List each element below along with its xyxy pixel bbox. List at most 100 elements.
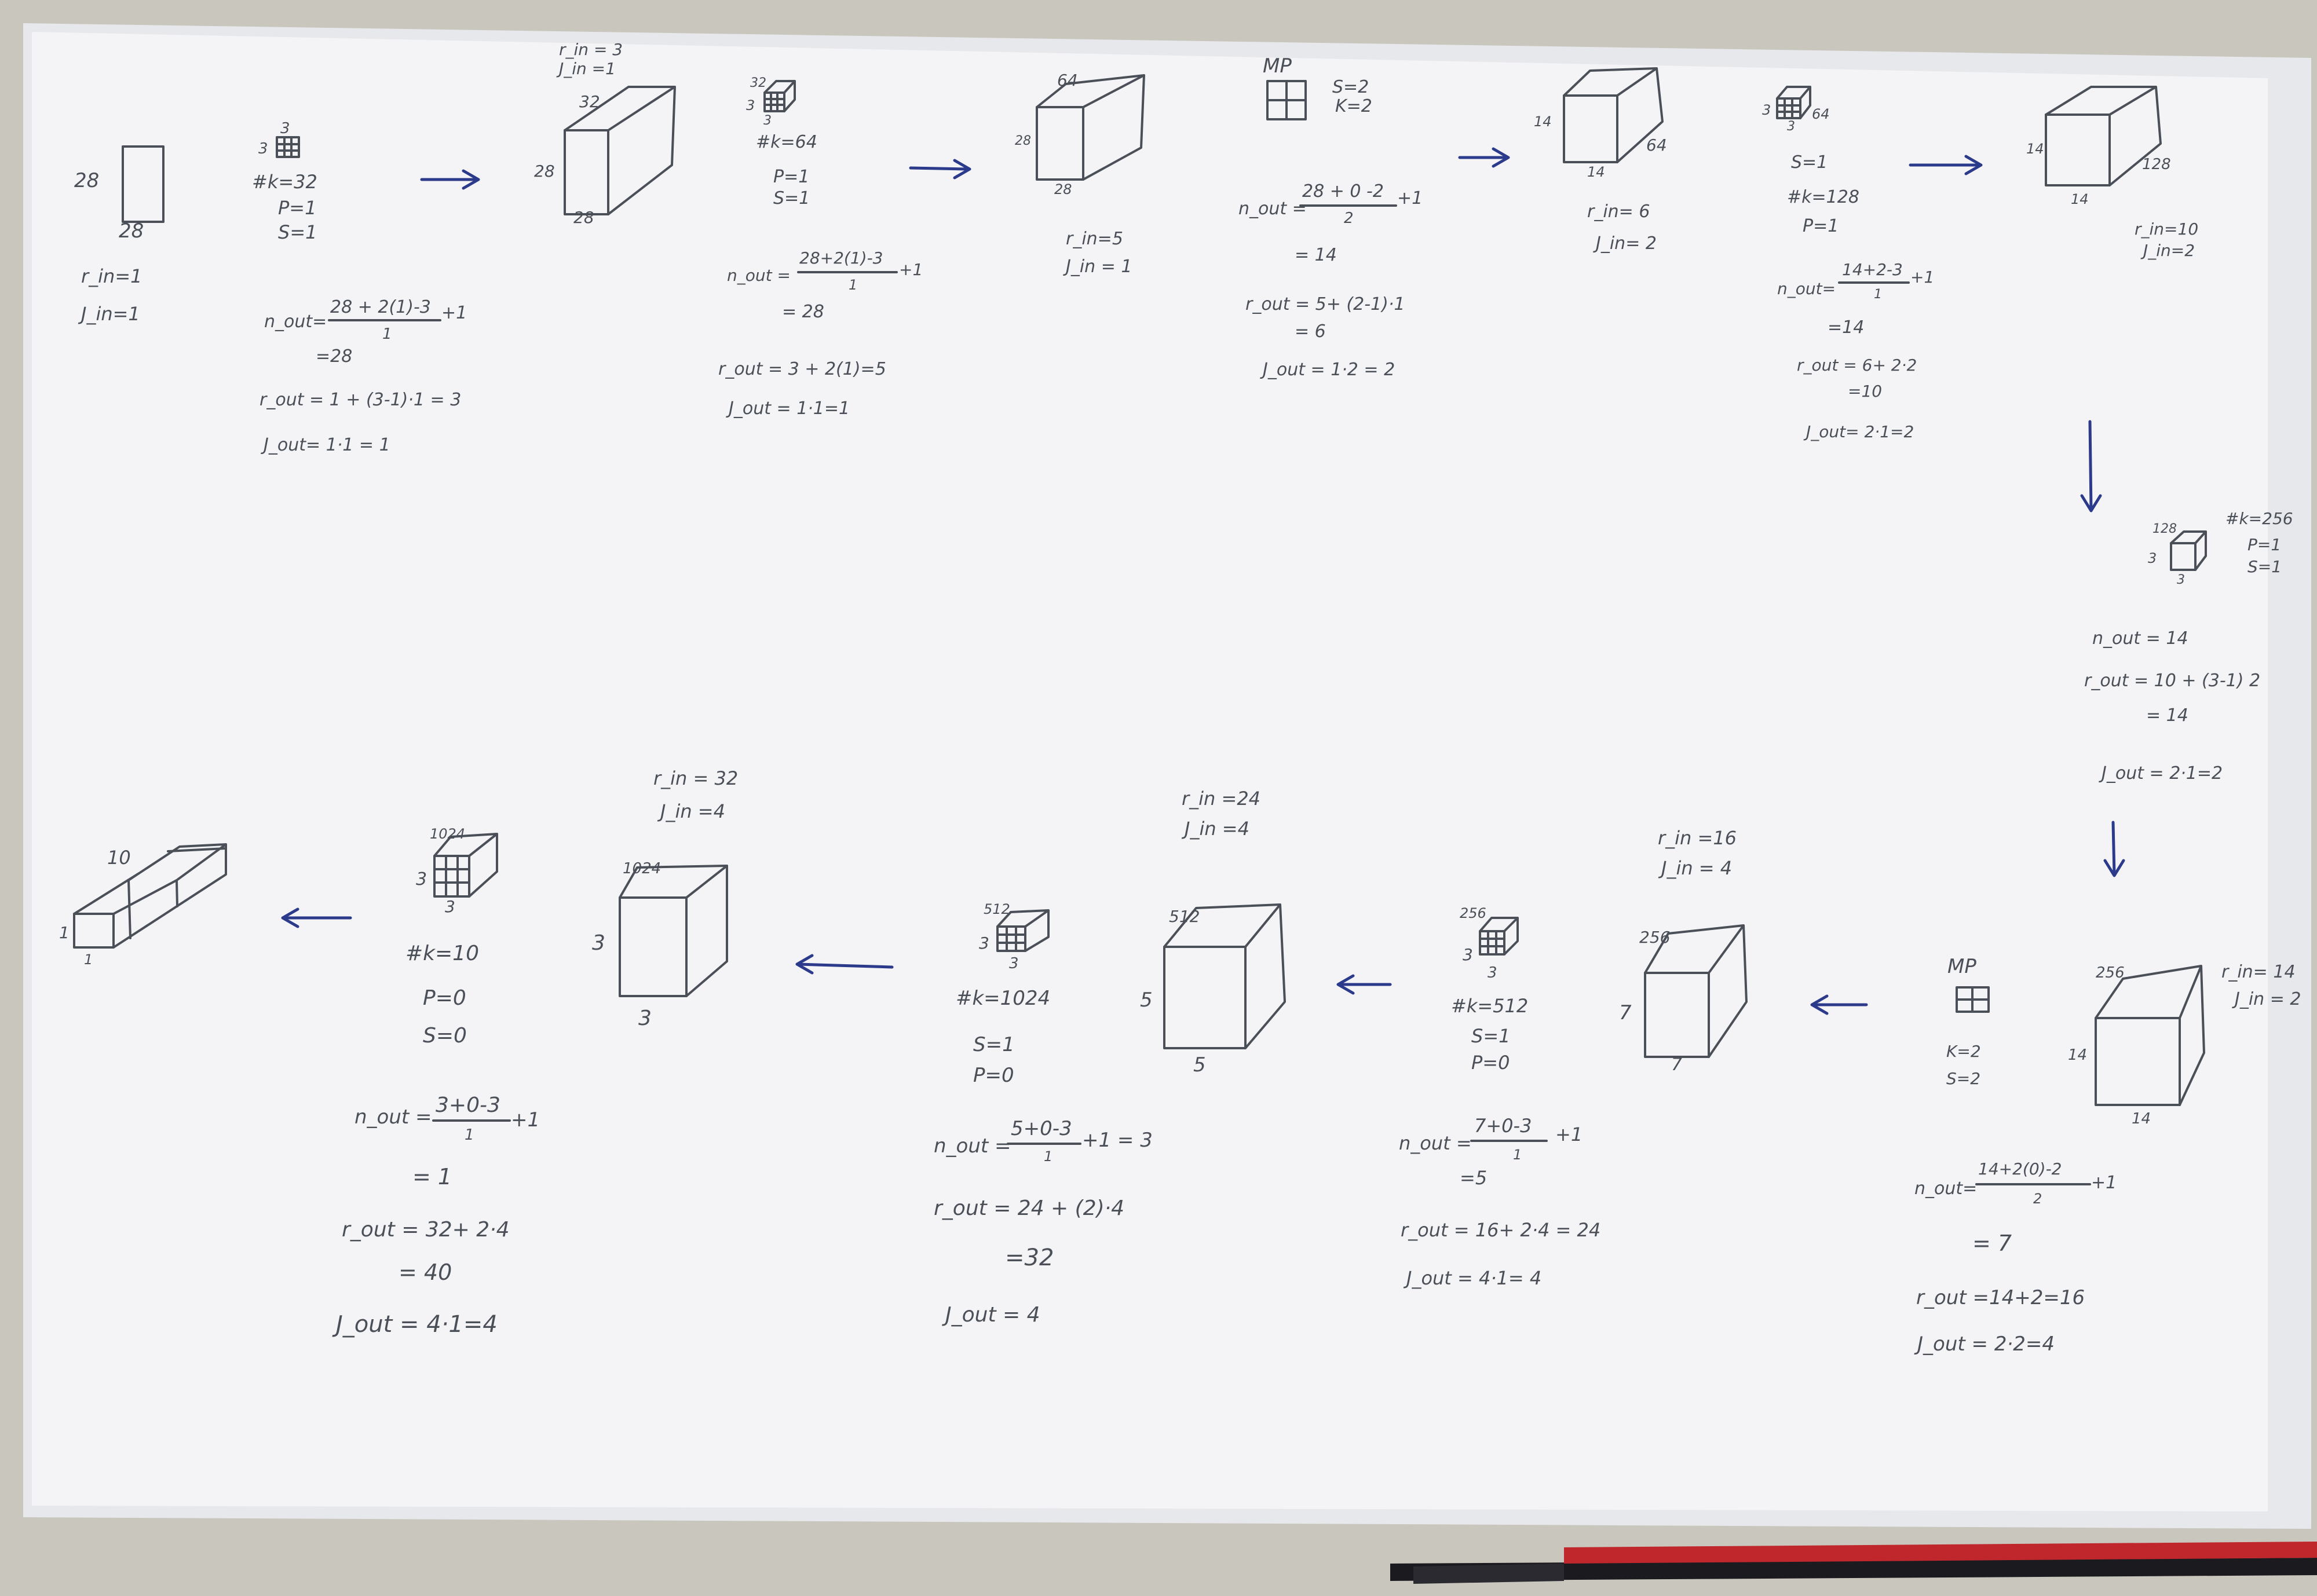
- conv7-stride: S=0: [423, 1024, 467, 1048]
- conv5-n-out-label: n_out =: [1399, 1132, 1472, 1154]
- block6-r-in: r_in =16: [1658, 827, 1737, 849]
- conv4-n-kernels: #k=256: [2225, 509, 2293, 528]
- conv6-r-out-value: =32: [1005, 1244, 1054, 1271]
- block3-height: 14: [1534, 114, 1552, 130]
- conv6-n-out-plus: +1 = 3: [1082, 1129, 1153, 1152]
- block1-j-in: J_in =1: [556, 59, 616, 78]
- block5-j-in: J_in = 2: [2232, 989, 2301, 1009]
- conv4-stride: S=1: [2247, 557, 2282, 576]
- conv5-padding: P=0: [1471, 1052, 1510, 1074]
- arrow-right-icon: [420, 169, 480, 190]
- conv4-r-out-value: = 14: [2146, 705, 2188, 726]
- conv1-kernel-side: 3: [258, 140, 268, 158]
- conv2-r-out: r_out = 3 + 2(1)=5: [718, 359, 886, 379]
- block6-depth: 256: [1639, 928, 1670, 947]
- block2-j-in: J_in = 1: [1063, 257, 1132, 277]
- block1-height: 28: [534, 162, 555, 181]
- arrow-right-icon: [909, 159, 971, 180]
- conv6-kernel-side: 3: [979, 934, 989, 953]
- conv1-padding: P=1: [278, 197, 316, 219]
- conv2-n-out-denominator: 1: [849, 277, 857, 293]
- arrow-left-icon: [281, 907, 352, 928]
- maxpool2-n-out-numerator: 14+2(0)-2: [1978, 1159, 2062, 1178]
- maxpool1-n-out-plus: +1: [1397, 188, 1423, 208]
- maxpool1-label: MP: [1263, 54, 1292, 78]
- conv2-n-out-label: n_out =: [727, 266, 791, 285]
- block5-depth: 256: [2096, 964, 2125, 982]
- conv5-r-out: r_out = 16+ 2·4 = 24: [1401, 1219, 1600, 1241]
- paper-sheet: [32, 32, 2268, 1511]
- block3-r-in: r_in= 6: [1587, 202, 1650, 222]
- conv3-r-out: r_out = 6+ 2·2: [1797, 356, 1917, 375]
- arrow-left-icon: [1336, 974, 1392, 995]
- conv3-stride: S=1: [1791, 152, 1828, 173]
- feature-block-9: 10 1 1: [59, 843, 227, 968]
- block5-height: 14: [2068, 1046, 2087, 1064]
- maxpool1-stride: S=2: [1332, 77, 1369, 97]
- conv5-n-kernels: #k=512: [1451, 995, 1528, 1017]
- conv2-padding: P=1: [773, 167, 809, 187]
- input-plane: 28 28 r_in=1 J_in=1: [74, 145, 165, 325]
- maxpool2-r-out: r_out =14+2=16: [1916, 1286, 2085, 1309]
- conv6-padding: P=0: [973, 1064, 1014, 1087]
- conv4-padding: P=1: [2247, 535, 2281, 554]
- conv5-n-out-numerator: 7+0-3: [1474, 1115, 1532, 1137]
- conv5-n-out-plus: +1: [1555, 1123, 1583, 1145]
- conv7-n-out-numerator: 3+0-3: [436, 1093, 500, 1117]
- conv1-j-out: J_out= 1·1 = 1: [261, 435, 390, 455]
- maxpool1-kernel: K=2: [1335, 96, 1372, 116]
- conv1-n-kernels: #k=32: [252, 171, 317, 193]
- conv1-n-out-plus: +1: [441, 303, 467, 323]
- arrow-right-icon: [1909, 155, 1983, 175]
- feature-block-5: 256 14 14 r_in= 14 J_in = 2: [2068, 962, 2301, 1128]
- block3-width: 14: [1587, 164, 1605, 180]
- feature-block-8: 1024 3 3 r_in = 32 J_in =4: [592, 767, 738, 1030]
- maxpool2-j-out: J_out = 2·2=4: [1914, 1333, 2055, 1356]
- block2-height: 28: [1015, 134, 1031, 148]
- conv3-r-out-value: =10: [1848, 382, 1882, 401]
- arrow-right-icon: [1458, 147, 1510, 168]
- conv6-j-out: J_out = 4: [942, 1303, 1040, 1327]
- conv2-calc: n_out = 28+2(1)-3 1 +1 = 28 r_out = 3 + …: [718, 248, 923, 419]
- pen-icon: [1390, 1542, 2317, 1584]
- arrow-down-icon: [2103, 821, 2125, 877]
- conv3-j-out: J_out= 2·1=2: [1803, 422, 1914, 441]
- conv7-n-out-plus: +1: [511, 1108, 540, 1132]
- maxpool1-r-out: r_out = 5+ (2-1)·1: [1245, 294, 1405, 314]
- maxpool1-n-out-value: = 14: [1295, 245, 1337, 265]
- feature-block-4: 14 128 14 r_in=10 J_in=2: [2026, 86, 2198, 260]
- block5-width: 14: [2132, 1110, 2151, 1128]
- conv7-padding: P=0: [423, 986, 466, 1010]
- conv3-padding: P=1: [1803, 216, 1839, 236]
- conv7-n-out-label: n_out =: [355, 1106, 432, 1129]
- maxpool1-j-out: J_out = 1·2 = 2: [1260, 360, 1395, 380]
- block8-depth: 1024: [623, 860, 661, 877]
- block7-depth: 512: [1169, 907, 1200, 926]
- conv4-kernel-side: 3: [2148, 550, 2157, 566]
- conv3-n-out-label: n_out=: [1777, 279, 1836, 298]
- input-width-label: 28: [119, 219, 144, 243]
- conv7-kernel-side: 3: [416, 869, 427, 889]
- conv4-n-out: n_out = 14: [2092, 628, 2188, 649]
- conv3-kernel-depth: 64: [1812, 106, 1830, 122]
- conv3-n-out-denominator: 1: [1874, 287, 1882, 302]
- conv3-kernel-side: 3: [1762, 102, 1771, 118]
- arrow-left-icon: [795, 954, 894, 975]
- conv6-kernel-bottom: 3: [1009, 955, 1019, 972]
- block7-r-in: r_in =24: [1182, 788, 1260, 810]
- conv6-kernel: 512 3 3 #k=1024 S=1 P=0 n_out = 5+0-3 1 …: [934, 901, 1153, 1327]
- maxpool2-label: MP: [1947, 955, 1976, 978]
- conv6-n-out-label: n_out =: [934, 1134, 1011, 1158]
- conv6-kernel-depth: 512: [984, 901, 1010, 917]
- conv5-kernel-depth: 256: [1460, 905, 1486, 921]
- arrow-down-icon: [2080, 420, 2102, 513]
- block8-width: 3: [638, 1006, 652, 1030]
- input-j-in: J_in=1: [78, 303, 140, 325]
- conv1-calc: n_out= 28 + 2(1)-3 1 +1 =28 r_out = 1 + …: [260, 297, 467, 455]
- input-r-in: r_in=1: [81, 265, 142, 287]
- block2-depth: 64: [1057, 71, 1078, 90]
- conv4-j-out: J_out = 2·1=2: [2099, 763, 2223, 784]
- maxpool1-n-out-label: n_out =: [1238, 199, 1307, 219]
- conv2-kernel: 32 3 3 #k=64 P=1 S=1: [746, 76, 817, 208]
